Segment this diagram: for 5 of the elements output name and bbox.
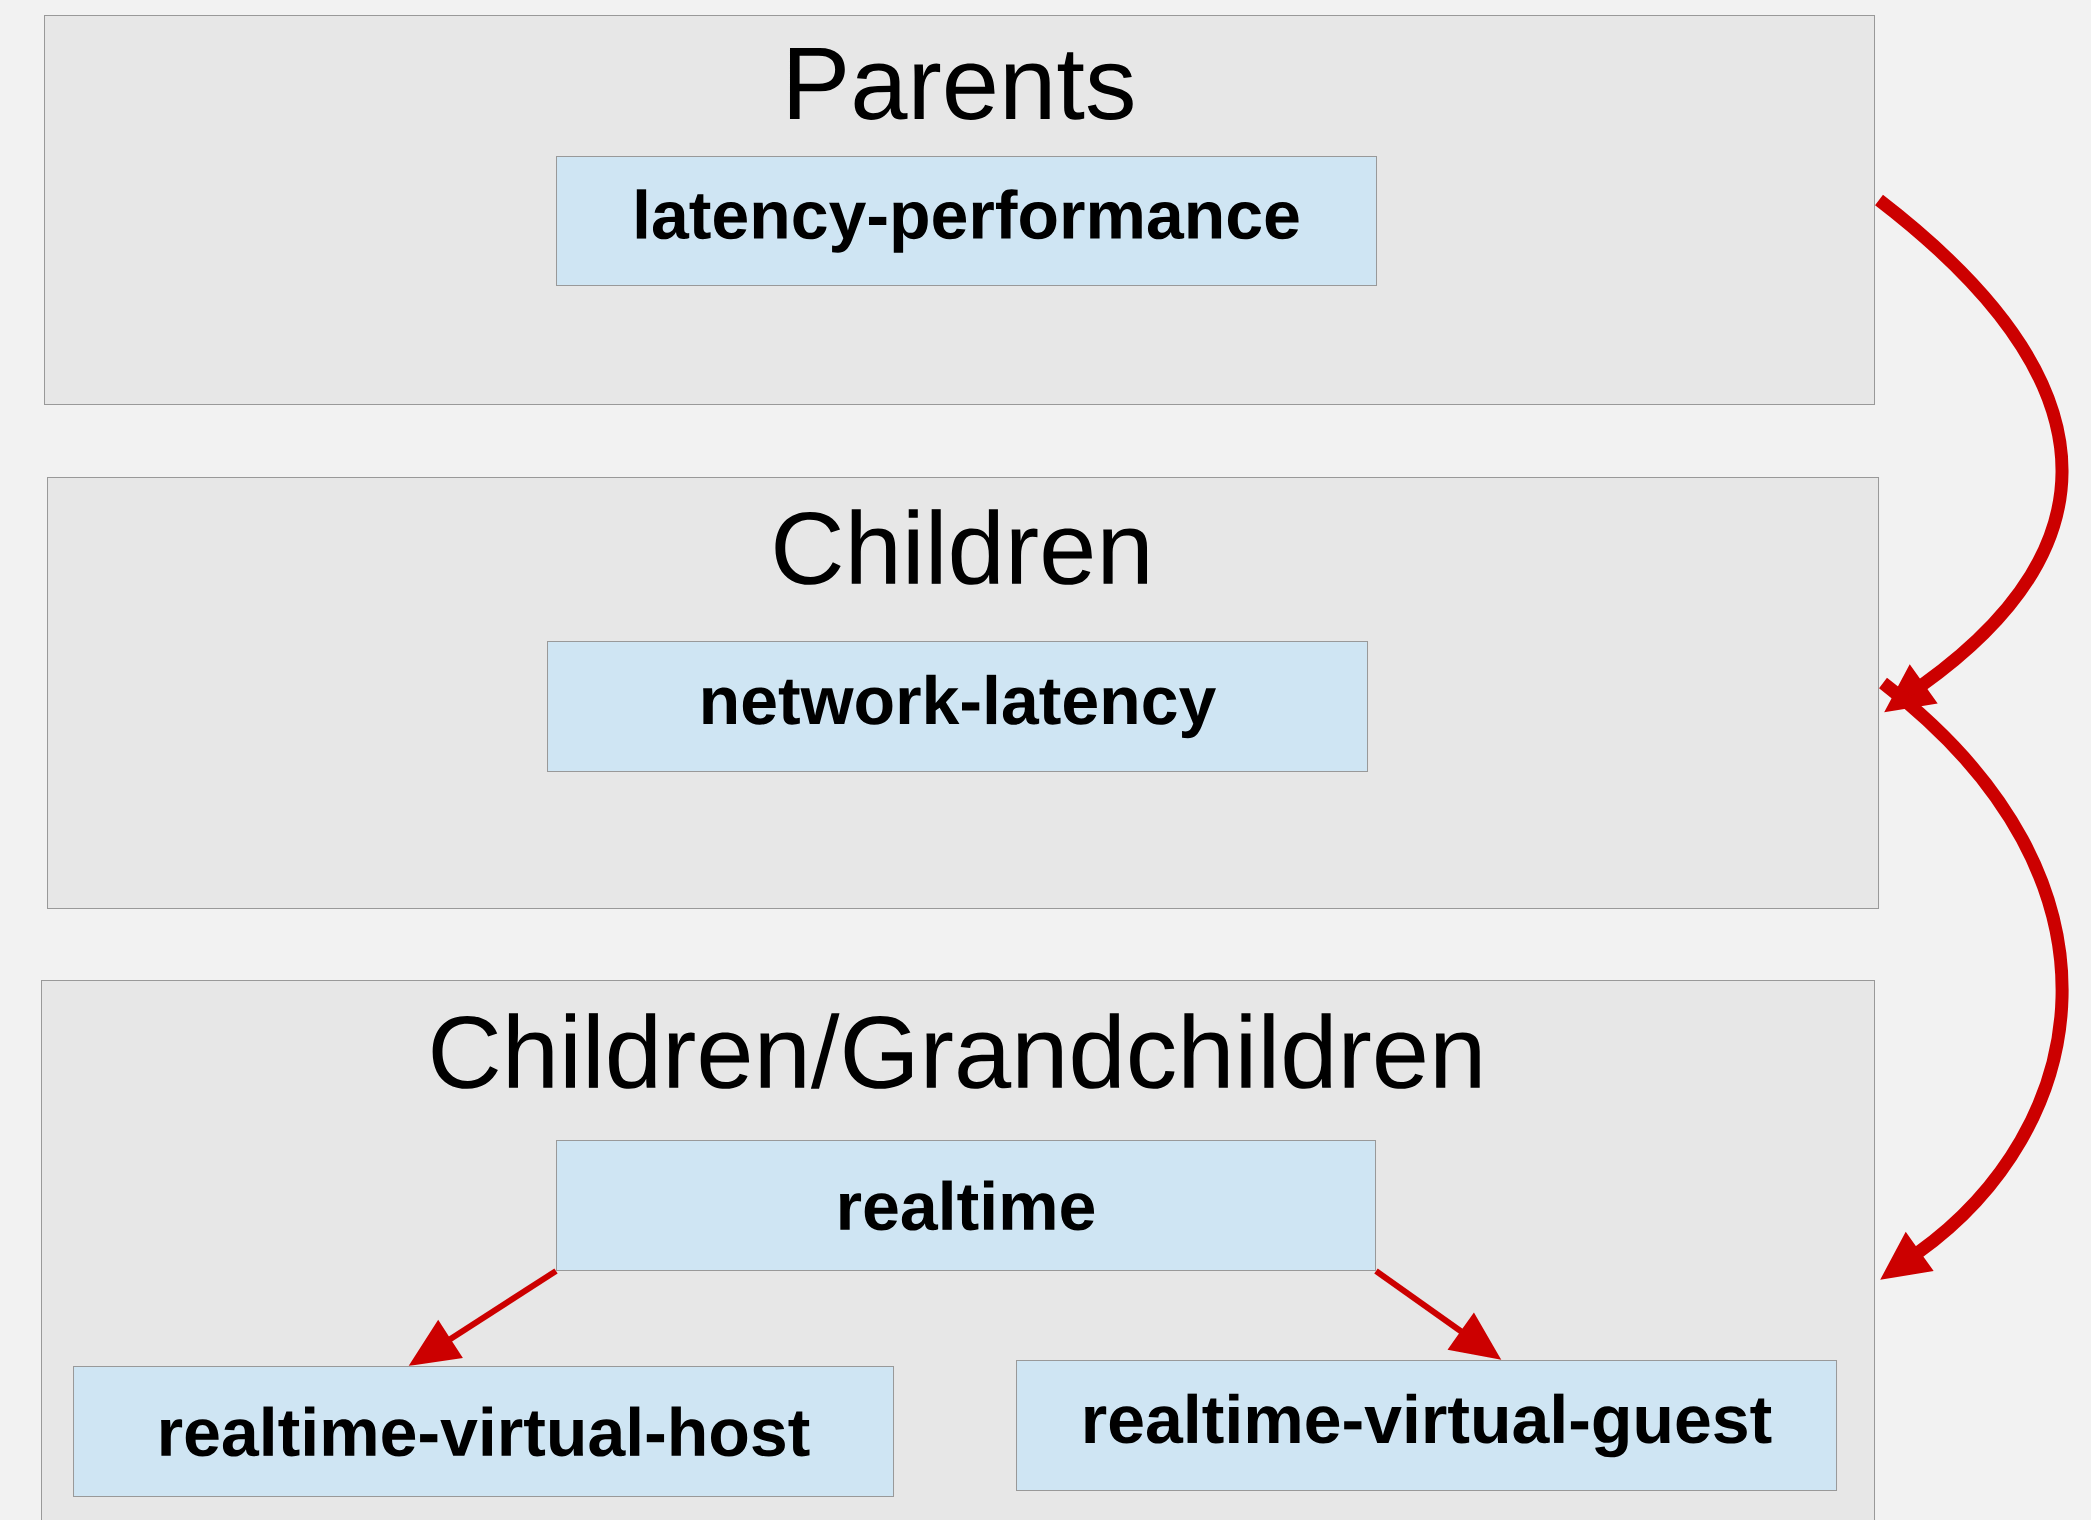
profile-box: realtime	[556, 1140, 1376, 1271]
profile-box: network-latency	[547, 641, 1368, 772]
profile-box: realtime-virtual-host	[73, 1366, 894, 1497]
profile-box: latency-performance	[556, 156, 1377, 286]
profile-box: realtime-virtual-guest	[1016, 1360, 1837, 1491]
